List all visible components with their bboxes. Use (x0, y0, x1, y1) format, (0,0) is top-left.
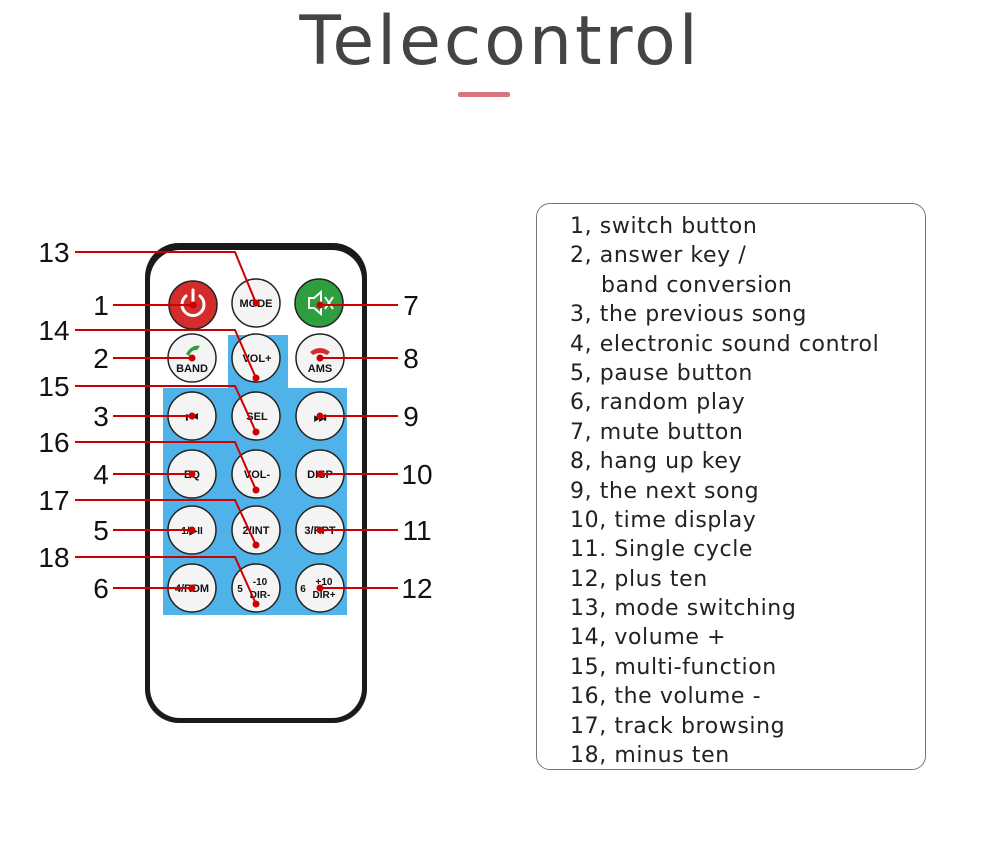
legend-item: 4, electronic sound control (570, 331, 880, 357)
legend-item: 9, the next song (570, 478, 760, 504)
legend-item: 13, mode switching (570, 596, 797, 622)
b6-num-label: 6 (300, 584, 306, 595)
band-label: BAND (176, 363, 208, 375)
callout-15: 15 (38, 371, 69, 402)
callout-18: 18 (38, 542, 69, 573)
legend-item: 3, the previous song (570, 302, 807, 328)
b5-bot-label: DIR- (250, 590, 271, 601)
b5-top-label: -10 (253, 577, 268, 588)
legend-item: 14, volume + (570, 625, 727, 651)
phone-hangup-icon (310, 348, 330, 355)
leader-dots (188, 299, 324, 608)
sel-label: SEL (246, 411, 268, 423)
legend-item: 1, switch button (570, 214, 758, 239)
legend-box (536, 203, 926, 770)
page-title: Telecontrol (299, 2, 701, 81)
title-underline (458, 92, 510, 97)
legend-item: 10, time display (570, 507, 757, 533)
callout-8: 8 (403, 343, 419, 374)
legend-item: 15, multi-function (570, 654, 777, 680)
callout-10: 10 (401, 459, 432, 490)
legend-item: band conversion (601, 272, 793, 298)
vol-plus-button (231, 333, 281, 383)
b6-top-label: +10 (316, 577, 333, 588)
legend-item: 7, mute button (570, 419, 744, 445)
callout-3: 3 (93, 401, 109, 432)
legend-item: 18, minus ten (570, 743, 730, 769)
legend-item: 17, track browsing (570, 713, 786, 739)
legend-item: 2, answer key / (570, 243, 747, 269)
legend-item: 8, hang up key (570, 449, 743, 475)
callout-4: 4 (93, 459, 109, 490)
legend-item: 6, random play (570, 390, 746, 416)
legend-item: 12, plus ten (570, 566, 708, 592)
callout-5: 5 (93, 515, 109, 546)
legend-item: 11. Single cycle (570, 537, 754, 563)
callout-9: 9 (403, 401, 419, 432)
legend-item: 5, pause button (570, 360, 753, 386)
callout-12: 12 (401, 573, 432, 604)
callout-1: 1 (93, 290, 109, 321)
callout-16: 16 (38, 427, 69, 458)
ams-label: AMS (308, 363, 332, 375)
callout-14: 14 (38, 315, 69, 346)
phone-answer-icon (186, 345, 200, 356)
callout-2: 2 (93, 343, 109, 374)
legend-list: 1, switch button 2, answer key / band co… (570, 212, 879, 770)
mute-icon (308, 289, 334, 317)
callout-7: 7 (403, 290, 419, 321)
leader-lines (75, 251, 398, 605)
callout-6: 6 (93, 573, 109, 604)
b2-label: 2/INT (243, 525, 270, 537)
callout-11: 11 (402, 515, 431, 546)
b6-bot-label: DIR+ (312, 590, 335, 601)
b5-num-label: 5 (237, 584, 243, 595)
power-icon (180, 288, 206, 317)
legend-item: 16, the volume - (570, 684, 762, 710)
callout-17: 17 (38, 485, 69, 516)
callout-13: 13 (38, 237, 69, 268)
